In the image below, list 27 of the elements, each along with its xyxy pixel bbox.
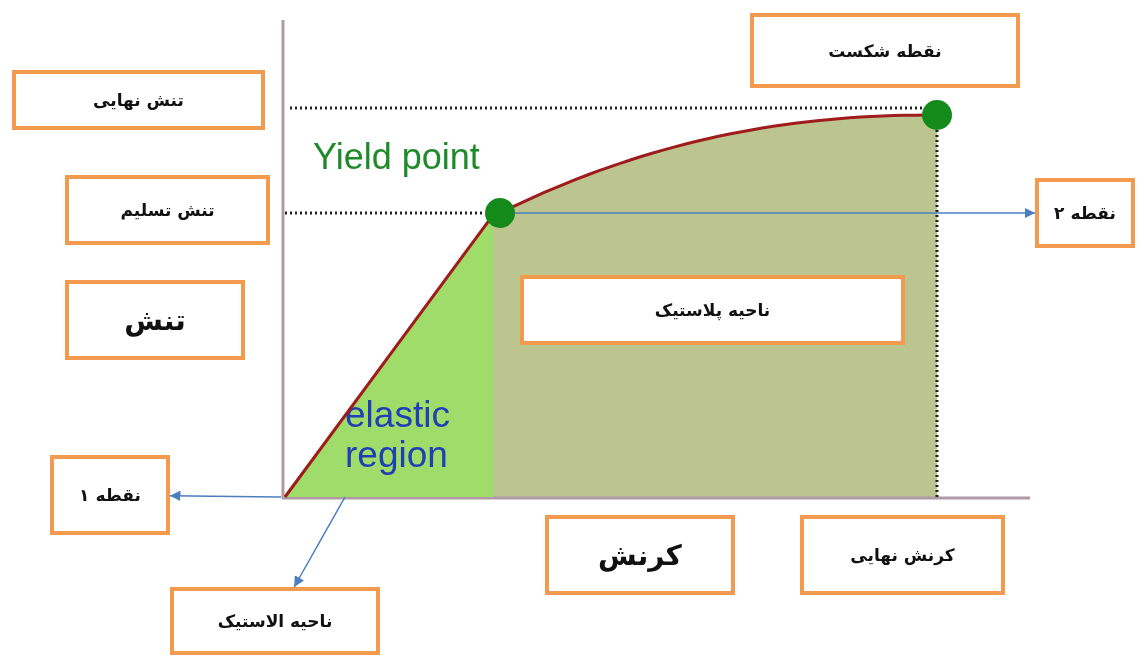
label-box (50, 455, 170, 535)
box-label: کرنش (598, 538, 682, 572)
label-box (800, 515, 1005, 595)
label-box (65, 280, 245, 360)
label-box (1035, 178, 1135, 248)
box-label: نقطه شکست (828, 40, 942, 61)
box-label: کرنش نهایی (850, 545, 955, 565)
data-point-marker (922, 100, 952, 130)
label-box (170, 587, 380, 655)
arrow (514, 207, 1036, 219)
arrow (169, 490, 282, 502)
point-label: Yield point (313, 136, 480, 178)
box-label: ناحیه الاستیک (217, 611, 333, 631)
label-box (65, 175, 270, 245)
arrow (293, 496, 346, 588)
region-label: elastic region (345, 395, 451, 475)
label-box (545, 515, 735, 595)
box-label: تنش (124, 303, 186, 337)
box-label: نقطه ۲ (1054, 203, 1116, 223)
box-label: تنش نهایی (93, 90, 184, 110)
box-label: نقطه ۱ (79, 485, 141, 505)
label-box (12, 70, 265, 130)
box-label: تنش تسلیم (120, 200, 215, 220)
box-label: ناحیه پلاستیک (654, 300, 771, 320)
label-box (520, 275, 905, 345)
data-point-marker (485, 198, 515, 228)
label-box (750, 13, 1020, 88)
